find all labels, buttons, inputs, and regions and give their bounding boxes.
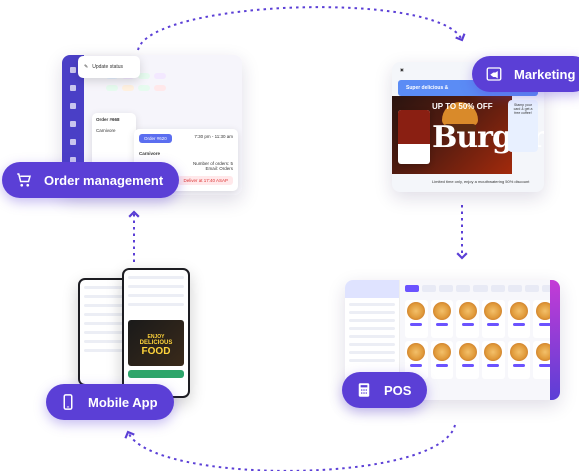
pos-product-grid bbox=[405, 300, 556, 379]
connector-bottom bbox=[124, 424, 456, 471]
mobile-app-label[interactable]: Mobile App bbox=[46, 384, 174, 420]
order-email: Email: Orders bbox=[205, 166, 233, 171]
update-status-popup[interactable]: ✎ Update status bbox=[78, 56, 140, 78]
mk-small-poster bbox=[398, 110, 430, 164]
pos-item[interactable] bbox=[456, 300, 479, 338]
pos-label[interactable]: POS bbox=[342, 372, 428, 408]
pos-item[interactable] bbox=[430, 300, 454, 338]
pos-item[interactable] bbox=[507, 341, 531, 379]
mk-caption: Limited time only, enjoy a mouthwatering… bbox=[432, 179, 530, 184]
burger-bun-shape bbox=[442, 102, 478, 126]
pos-item[interactable] bbox=[507, 300, 531, 338]
order-management-label[interactable]: Order management bbox=[2, 162, 180, 198]
mobile-food-banner: ENJOY DELICIOUS FOOD bbox=[128, 320, 184, 366]
marketing-text: Marketing bbox=[514, 66, 576, 82]
mobile-app-text: Mobile App bbox=[88, 394, 158, 410]
order-time: 7:30 pm - 11:30 am bbox=[194, 134, 233, 139]
pos-side-accent bbox=[550, 280, 560, 400]
order-restaurant-a: Carnivore bbox=[96, 128, 116, 133]
mk-logo: ▣ bbox=[400, 67, 404, 72]
order-count: Number of orders: 5 bbox=[192, 161, 233, 166]
pos-item[interactable] bbox=[405, 300, 428, 338]
order-id-a: Order #668 bbox=[96, 117, 120, 122]
smartphone-icon bbox=[58, 392, 78, 412]
om-status-tags-2 bbox=[106, 85, 166, 91]
mk-offer: UP TO 50% OFF bbox=[432, 102, 493, 111]
megaphone-icon bbox=[484, 64, 504, 84]
pos-text: POS bbox=[384, 382, 412, 398]
pos-item[interactable] bbox=[481, 341, 505, 379]
burger-patty-shape bbox=[444, 124, 476, 132]
pos-item[interactable] bbox=[430, 341, 454, 379]
pos-item[interactable] bbox=[405, 341, 428, 379]
pos-category-tabs bbox=[405, 285, 556, 292]
deliver-badge: Deliver at 17:40 ASAP bbox=[178, 176, 233, 185]
connector-top bbox=[137, 6, 466, 51]
pencil-icon: ✎ bbox=[84, 64, 89, 70]
mobile-green-button bbox=[128, 370, 184, 378]
calculator-icon bbox=[354, 380, 374, 400]
mk-stamp-card: Stamp your card & get a free coffee! bbox=[508, 100, 538, 152]
marketing-label[interactable]: Marketing bbox=[472, 56, 579, 92]
order-id-b: Order #620 bbox=[139, 134, 172, 143]
shopping-cart-icon bbox=[14, 170, 34, 190]
order-restaurant-b: Carnivore bbox=[139, 151, 161, 156]
mobile-phone-2: ENJOY DELICIOUS FOOD bbox=[122, 268, 190, 398]
pos-item[interactable] bbox=[481, 300, 505, 338]
order-management-text: Order management bbox=[44, 172, 164, 188]
update-status-label: Update status bbox=[92, 64, 124, 70]
pos-item[interactable] bbox=[456, 341, 479, 379]
